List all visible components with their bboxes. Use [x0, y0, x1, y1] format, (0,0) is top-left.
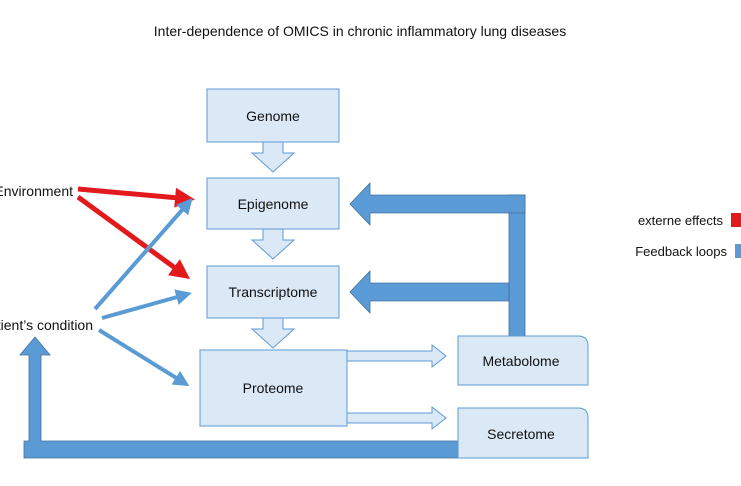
external-arrow-to-transcriptome — [76, 194, 191, 279]
feedback-arrow-to-transcriptome — [349, 270, 510, 314]
genome-label: Genome — [246, 108, 300, 124]
metabolome-label: Metabolome — [482, 353, 559, 369]
metabolome-box — [457, 335, 589, 386]
external-arrow-to-epigenome — [77, 186, 195, 208]
legend-feedback-swatch — [735, 244, 741, 258]
transcriptome-label: Transcriptome — [229, 284, 318, 300]
arrow-transcriptome-to-proteome — [250, 317, 296, 349]
condition-arrow-to-transcriptome — [101, 289, 192, 320]
feedback-vertical-bar — [508, 194, 526, 339]
secretome-box — [457, 407, 589, 459]
arrow-proteome-to-metabolome — [346, 343, 447, 369]
condition-arrow-to-epigenome — [93, 197, 193, 311]
transcriptome-box — [206, 265, 340, 319]
arrow-proteome-to-secretome — [346, 405, 447, 431]
epigenome-label: Epigenome — [238, 196, 309, 212]
proteome-box — [199, 349, 348, 427]
secretome-label: Secretome — [487, 426, 555, 442]
diagram-title: Inter-dependence of OMICS in chronic inf… — [154, 23, 566, 39]
legend-external-swatch — [731, 213, 741, 227]
genome-box — [206, 88, 340, 143]
proteome-label: Proteome — [243, 380, 304, 396]
arrow-genome-to-epigenome — [250, 141, 296, 173]
legend-external-label: externe effects — [638, 213, 724, 228]
feedback-arrow-to-epigenome — [349, 182, 526, 226]
arrow-epigenome-to-transcriptome — [250, 228, 296, 260]
condition-arrow-to-proteome — [97, 328, 190, 387]
environment-label: Environment — [0, 183, 73, 199]
feedback-arrow-to-patients-condition — [19, 336, 459, 459]
legend-feedback-label: Feedback loops — [635, 244, 727, 259]
patients-condition-label: Patient’s condition — [0, 317, 93, 333]
